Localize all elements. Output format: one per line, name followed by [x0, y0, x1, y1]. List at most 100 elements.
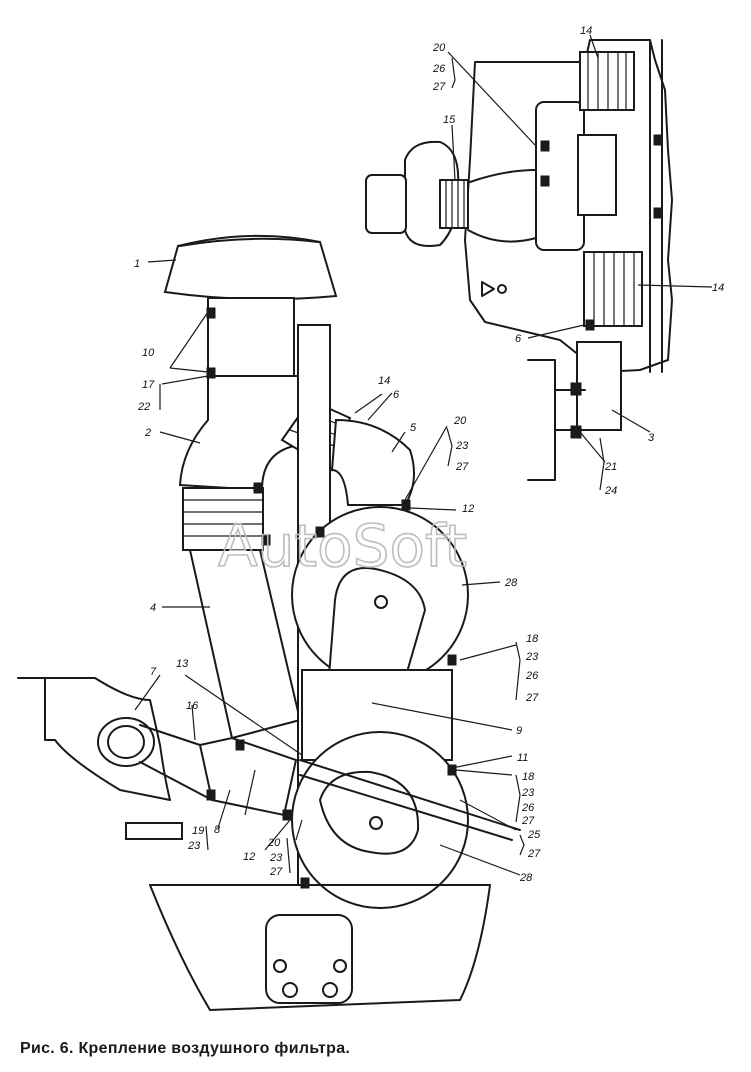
housing-hub: [374, 595, 388, 609]
callout-26-top: 26: [432, 63, 446, 75]
callout-4: 4: [150, 602, 156, 614]
callout-27-b: 27: [521, 815, 535, 827]
callout-12-bottom: 12: [243, 851, 255, 863]
callout-28-upper: 28: [504, 577, 518, 589]
hose-bottom: [583, 251, 643, 327]
callout-23-bottom: 23: [269, 852, 283, 864]
clamp-bolt: [401, 499, 411, 511]
bracket-bolt: [570, 382, 582, 396]
callout-2: 2: [144, 427, 151, 439]
bracket-block: [577, 134, 617, 216]
callout-6-right: 6: [515, 333, 522, 345]
callout-20-top: 20: [432, 42, 446, 54]
callout-27-c: 27: [527, 848, 541, 860]
mount-bolt: [273, 959, 287, 973]
hose-15: [439, 179, 469, 229]
callout-18-a: 18: [526, 633, 539, 645]
callout-19: 19: [192, 825, 204, 837]
callout-17: 17: [142, 379, 155, 391]
clamp-bolt: [261, 534, 271, 546]
callout-27-top: 27: [432, 81, 446, 93]
callout-27-bottom: 27: [269, 866, 283, 878]
callout-7: 7: [150, 666, 157, 678]
intake-elbow: [178, 375, 301, 492]
clamp-10-bolt: [206, 367, 216, 379]
callout-25: 25: [527, 829, 541, 841]
chassis-outline: [149, 884, 491, 1011]
callout-23-a: 23: [525, 651, 539, 663]
clamp-bolt: [300, 877, 310, 889]
clamp-bolt: [206, 789, 216, 801]
clamp-bolt: [315, 526, 325, 538]
callout-1: 1: [134, 258, 140, 270]
callout-10: 10: [142, 347, 155, 359]
callout-15: 15: [443, 114, 456, 126]
callout-23-mid: 23: [455, 440, 469, 452]
callout-5: 5: [410, 422, 417, 434]
clamp-bolt: [653, 207, 663, 219]
callout-14-mid: 14: [378, 375, 390, 387]
leader-lines: [134, 34, 713, 876]
engine-mount-block: [125, 822, 183, 840]
clamp-bolt: [253, 482, 263, 494]
callout-21: 21: [604, 461, 617, 473]
filter-element-lower: [318, 770, 420, 855]
intake-tube: [207, 297, 295, 377]
engine-outline: [17, 677, 171, 801]
clamp-10-bolt: [206, 307, 216, 319]
top-view-assembly: [365, 39, 673, 481]
cap-rim: [179, 237, 319, 247]
hose-top: [579, 51, 635, 111]
strap: [299, 759, 521, 841]
watermark: AutoSoft: [218, 512, 467, 580]
mount-bolt: [333, 959, 347, 973]
turbo-outlet: [365, 174, 407, 234]
callout-14-top: 14: [580, 25, 592, 37]
callout-26-b: 26: [521, 802, 535, 814]
callout-14-right: 14: [712, 282, 724, 294]
hose-16: [139, 724, 213, 801]
clamp-bolt: [282, 809, 292, 821]
clamp-bolt: [235, 739, 245, 751]
pipe-flange-7: [97, 717, 155, 767]
callout-20-bottom: 20: [267, 837, 281, 849]
frame-rail: [649, 39, 663, 373]
clamp-bolt: [585, 319, 595, 331]
callout-11: 11: [517, 752, 528, 764]
pipe-flange-inner: [107, 725, 145, 759]
clamp-bolt: [447, 654, 457, 666]
callout-9: 9: [516, 725, 522, 737]
callout-20-mid: 20: [453, 415, 467, 427]
callout-28-lower: 28: [519, 872, 533, 884]
corrugated-hose: [182, 487, 264, 551]
lower-mount: [265, 914, 353, 1004]
callout-8: 8: [214, 824, 221, 836]
callout-26-a: 26: [525, 670, 539, 682]
callout-22: 22: [137, 401, 150, 413]
callout-27-a: 27: [525, 692, 539, 704]
callout-16: 16: [186, 700, 199, 712]
clamp-bolt: [540, 140, 550, 152]
callout-3: 3: [648, 432, 655, 444]
figure-caption: Рис. 6. Крепление воздушного фильтра.: [20, 1040, 351, 1057]
bracket-bolt: [570, 425, 582, 439]
callout-6-mid: 6: [393, 389, 400, 401]
callout-27-mid: 27: [455, 461, 469, 473]
housing-hub-lower: [369, 816, 383, 830]
callout-23-b: 23: [521, 787, 535, 799]
callout-23-c: 23: [187, 840, 201, 852]
clamp-bolt: [653, 134, 663, 146]
callout-24: 24: [604, 485, 617, 497]
clamp-bolt: [540, 175, 550, 187]
callout-18-b: 18: [522, 771, 535, 783]
callouts: 20 26 27 14 15 14 6 3 21 24 1 10 17 22 2…: [134, 25, 724, 884]
clamp-bolt: [447, 764, 457, 776]
callout-12-top: 12: [462, 503, 474, 515]
mount-bolt: [322, 982, 338, 998]
callout-13: 13: [176, 658, 189, 670]
main-assembly: [17, 234, 521, 1011]
flow-arrow-icon: [481, 281, 495, 297]
intake-pipe-top: [467, 169, 537, 243]
filter-cap: [163, 234, 338, 301]
